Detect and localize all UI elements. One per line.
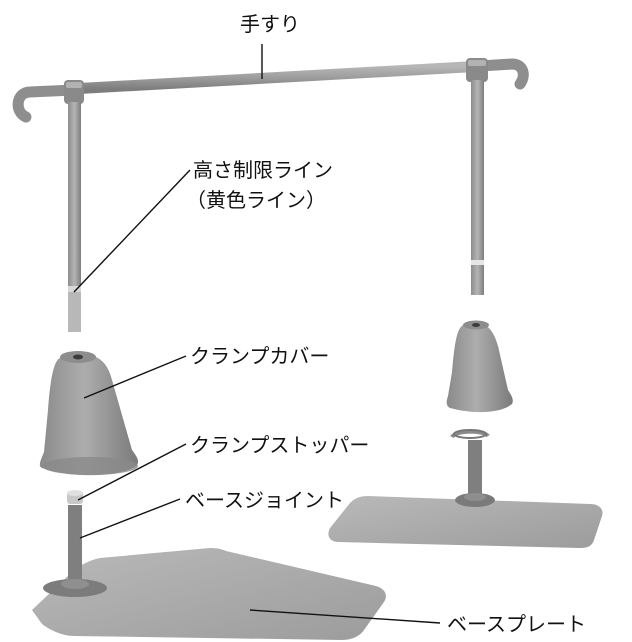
leader-clamp-stopper — [77, 443, 187, 501]
label-height-limit-line: 高さ制限ライン — [193, 158, 333, 182]
right-clamp-cover — [446, 320, 513, 413]
right-pole — [471, 80, 484, 295]
leader-lines — [73, 44, 441, 624]
label-clamp-cover: クランプカバー — [190, 344, 330, 368]
label-clamp-stopper: クランプストッパー — [190, 433, 370, 457]
label-height-limit-line-note: （黄色ライン） — [186, 188, 326, 212]
left-pole — [68, 102, 81, 332]
left-base-assembly — [32, 490, 386, 640]
label-base-plate: ベースプレート — [447, 612, 586, 636]
right-base-assembly — [328, 429, 603, 548]
label-handrail: 手すり — [240, 12, 300, 36]
leader-clamp-cover — [83, 355, 187, 399]
leader-base-joint — [79, 498, 181, 539]
label-base-joint: ベースジョイント — [185, 488, 344, 512]
leader-height-limit-line — [73, 169, 191, 293]
left-clamp-cover — [39, 351, 139, 476]
leader-base-plate — [249, 609, 441, 624]
handrail — [12, 58, 529, 123]
